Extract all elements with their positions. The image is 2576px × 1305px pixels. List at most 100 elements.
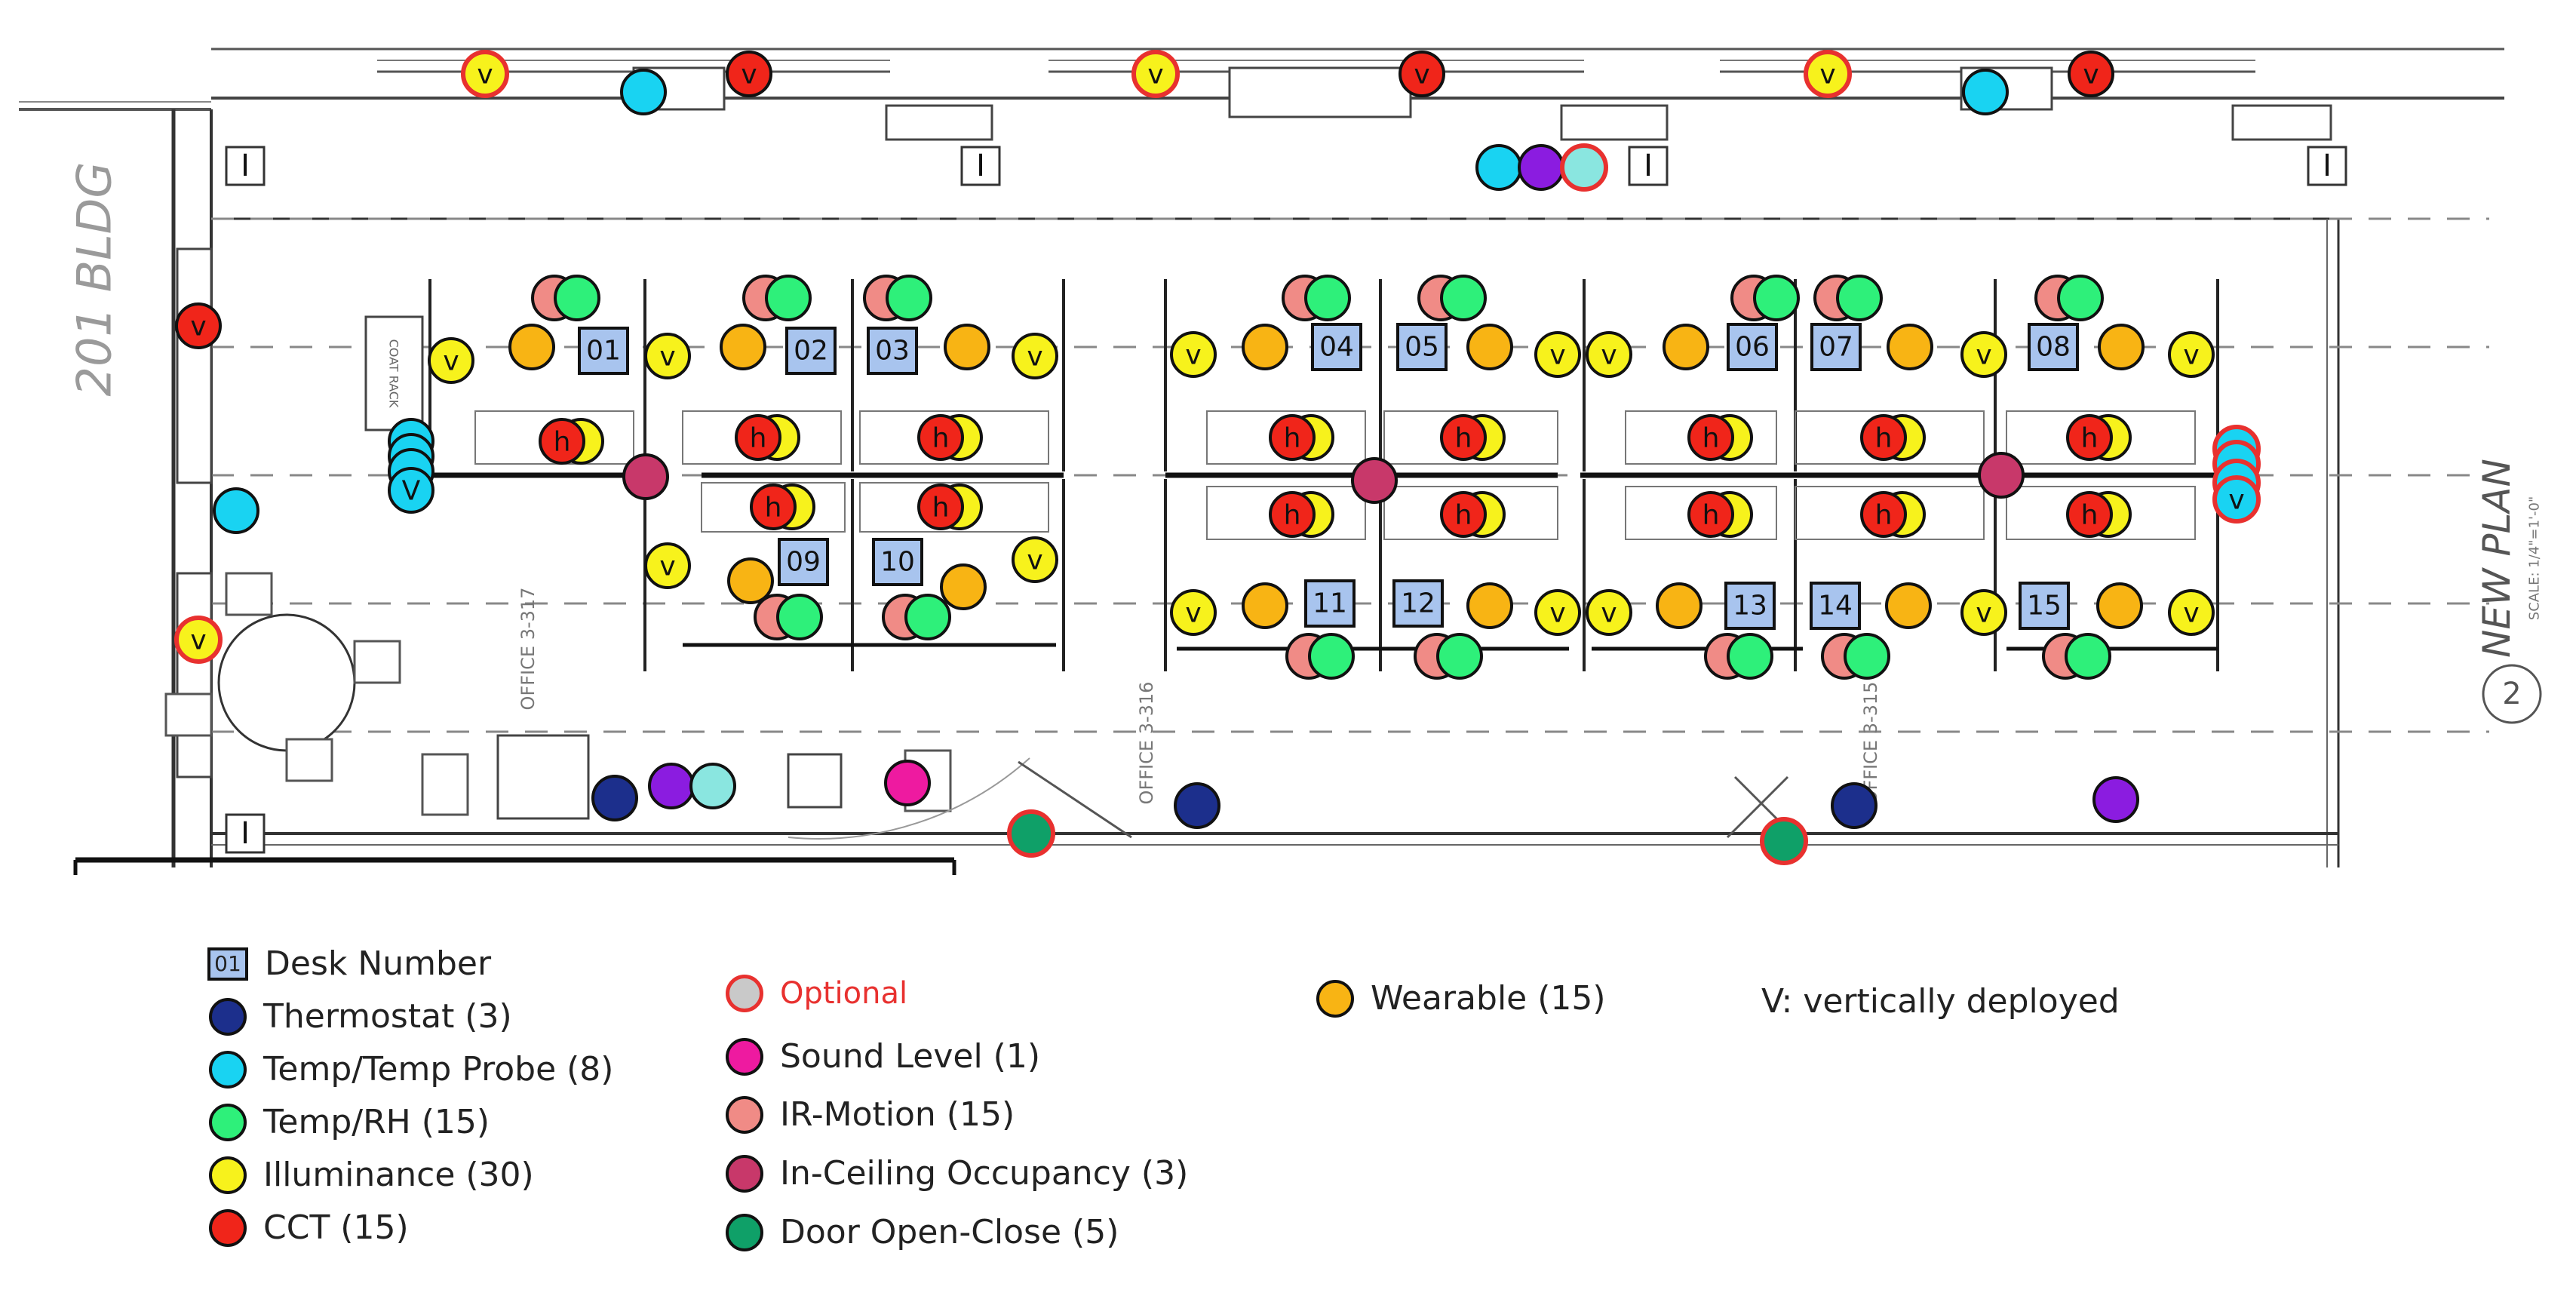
desk-number-label: 01 (586, 336, 621, 367)
wearable-sensor (508, 324, 555, 370)
desk-number-box (578, 327, 629, 375)
illuminance-sensor-marker: v (1549, 340, 1565, 371)
temp-probe-sensor (213, 487, 259, 534)
temp-probe-sensor (388, 467, 434, 514)
desk-surface (1206, 410, 1366, 465)
illuminance-sensor (644, 542, 691, 589)
wearable-sensor (1887, 324, 1933, 370)
illuminance-sensor-marker: v (659, 342, 675, 373)
temp-rh-sensor (2057, 275, 2104, 321)
wearable-sensor (1663, 324, 1709, 370)
cct-sensor (750, 484, 797, 530)
temp-rh-sensor (1308, 633, 1355, 680)
cct-sensor-marker: h (554, 427, 571, 458)
wearable-sensor (2096, 582, 2143, 629)
illuminance-sensor (1534, 331, 1581, 378)
chair (285, 738, 333, 782)
cct-sensor-marker: h (1455, 423, 1472, 454)
desk-surface (1795, 410, 1985, 465)
building-label: 201 BLDG (67, 162, 122, 397)
coat-rack (364, 315, 424, 431)
desk-number-label: 04 (1319, 332, 1354, 363)
cct-sensor-marker: h (750, 423, 767, 454)
cct-sensor (1860, 491, 1907, 538)
illuminance-sensor-marker: v (1549, 598, 1565, 629)
desk-number-box (2028, 323, 2079, 371)
desk-number-box (1724, 582, 1776, 630)
west-door-frame (176, 572, 213, 778)
temp-rh-sensor (1836, 275, 1883, 321)
cct-sensor (1687, 491, 1734, 538)
desk-surface (682, 410, 842, 465)
illuminance-sensor (461, 50, 509, 98)
cct-sensor-marker: h (1284, 423, 1301, 454)
illuminance-sensor (1534, 589, 1581, 636)
illuminance-sensor (1012, 333, 1058, 379)
illuminance-sensor-marker: v (1976, 340, 1991, 371)
window-frame (2231, 104, 2332, 141)
cct-sensor (1269, 491, 1316, 538)
door-open-close-sensor (1007, 809, 1055, 858)
wearable-sensor (727, 557, 774, 604)
illuminance-sensor-marker: v (1601, 340, 1617, 371)
temp-rh-sensor (776, 594, 823, 640)
temp-probe-sensor-marker: V (402, 476, 421, 507)
desk-number-box (1392, 579, 1444, 628)
temp-rh-sensor (1753, 275, 1800, 321)
temp-rh-sensor (689, 763, 736, 809)
cct-sensor (726, 51, 772, 97)
desk-number-label: 11 (1313, 588, 1347, 619)
temp-rh-sensor (1304, 275, 1351, 321)
temp-probe-sensor (620, 69, 667, 115)
desk-number-box (1311, 323, 1362, 371)
cct-sensor-marker: h (1455, 500, 1472, 531)
window-frame (1560, 104, 1669, 141)
temp-rh-sensor (554, 275, 600, 321)
office-label: OFFICE 3-317 (517, 588, 539, 711)
desk-number-label: 06 (1735, 332, 1770, 363)
thermostat-sensor (1831, 782, 1878, 829)
temp-rh-sensor (1436, 633, 1483, 680)
desk-surface (1206, 486, 1366, 540)
cct-sensor (735, 414, 781, 461)
temp-probe-sensor (1962, 69, 2009, 115)
plan-scale: SCALE: 1/4"=1'-0" (2527, 496, 2543, 620)
temp-rh-sensor (1440, 275, 1487, 321)
door-leaf (1018, 760, 1132, 839)
illuminance-sensor-marker: v (1976, 598, 1991, 629)
cct-sensor (2066, 414, 2113, 461)
desk-surface (1383, 486, 1558, 540)
west-door-frame (176, 247, 213, 484)
illuminance-sensor (174, 616, 223, 664)
illuminance-sensor-marker: v (443, 346, 459, 377)
desk-number-box (1810, 323, 1862, 371)
office-label: OFFICE 3-316 (1136, 682, 1157, 805)
illuminance-sensor (2168, 589, 2215, 636)
wearable-sensor (1242, 582, 1288, 629)
in-ceiling-occupancy-sensor (1351, 457, 1398, 504)
chair (421, 753, 469, 816)
illuminance-sensor-marker: v (1185, 598, 1201, 629)
cct-sensor (917, 484, 964, 530)
illuminance-sensor-marker: v (1819, 60, 1835, 91)
desk-surface (1795, 486, 1985, 540)
illuminance-sensor (1586, 331, 1632, 378)
plan-number-circle (2482, 664, 2542, 724)
column (960, 146, 1001, 186)
desk-number-box (867, 327, 918, 375)
cct-sensor-marker: h (1702, 500, 1720, 531)
door-open-close-sensor (1760, 817, 1808, 865)
cct-sensor (2066, 491, 2113, 538)
illuminance-sensor-marker: v (477, 60, 493, 91)
wearable-sensor (2098, 324, 2145, 370)
purple-sensor (1518, 144, 1564, 191)
illuminance-sensor (1960, 589, 2007, 636)
temp-rh-sensor (765, 275, 812, 321)
desk-number-box (1727, 323, 1778, 371)
cct-sensor (1687, 414, 1734, 461)
illuminance-sensor-marker: v (1147, 60, 1163, 91)
in-ceiling-occupancy-sensor (1978, 452, 2025, 499)
window-frame (1228, 66, 1412, 118)
column-symbol: I (1644, 149, 1653, 183)
